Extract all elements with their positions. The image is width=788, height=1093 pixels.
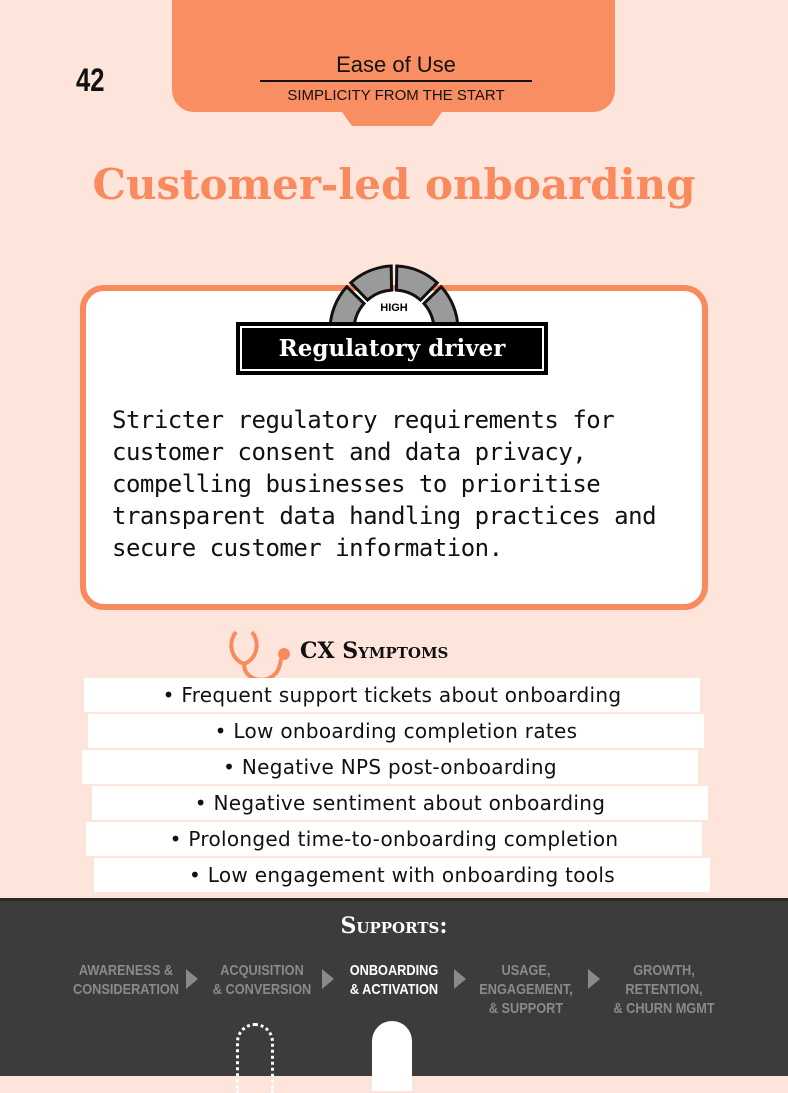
stage-label-line: CONSIDERATION xyxy=(72,981,180,998)
stage-label-line: ENGAGEMENT, xyxy=(479,981,573,998)
stage-label-line: & SUPPORT xyxy=(488,1000,564,1017)
stage-label-line: & ACTIVATION xyxy=(349,981,439,998)
section-tab: Ease of Use SIMPLICITY FROM THE START xyxy=(172,0,615,112)
stage-label-line: AWARENESS & xyxy=(78,962,174,979)
chevron-right-icon xyxy=(454,969,466,989)
page-number: 42 xyxy=(76,62,105,98)
symptoms-heading: CX Symptoms xyxy=(300,638,449,664)
stage-label-line: & CONVERSION xyxy=(212,981,312,998)
symptom-item: • Low engagement with onboarding tools xyxy=(94,858,710,892)
symptom-item: • Low onboarding completion rates xyxy=(88,714,704,748)
section-subtitle: SIMPLICITY FROM THE START xyxy=(287,87,505,104)
section-title: Ease of Use xyxy=(260,52,532,82)
supports-heading: Supports: xyxy=(340,913,448,939)
page-title: Customer-led onboarding xyxy=(92,160,696,209)
symptom-item: • Prolonged time-to-onboarding completio… xyxy=(86,822,702,856)
stage-3: USAGE, ENGAGEMENT, & SUPPORT xyxy=(467,961,586,1018)
symptom-item: • Negative NPS post-onboarding xyxy=(82,750,698,784)
stage-label-line: & CHURN MGMT xyxy=(613,1000,715,1017)
gauge-segment xyxy=(348,264,394,303)
chevron-right-icon xyxy=(322,969,334,989)
stage-label-line: ACQUISITION xyxy=(220,962,304,979)
stage-label-line: GROWTH, xyxy=(633,962,695,979)
stage-marker-outline xyxy=(236,1023,274,1093)
driver-label: Regulatory driver xyxy=(236,322,548,375)
stage-label-line: ONBOARDING xyxy=(349,962,439,979)
stage-2: ONBOARDING & ACTIVATION xyxy=(335,961,454,999)
chevron-right-icon xyxy=(186,969,198,989)
gauge-level: HIGH xyxy=(380,302,408,314)
stage-0: AWARENESS & CONSIDERATION xyxy=(67,961,186,999)
chevron-right-icon xyxy=(588,969,600,989)
stage-marker-active xyxy=(372,1021,412,1091)
stage-4: GROWTH, RETENTION, & CHURN MGMT xyxy=(605,961,724,1018)
driver-description: Stricter regulatory requirements for cus… xyxy=(112,406,657,562)
stage-1: ACQUISITION & CONVERSION xyxy=(203,961,322,999)
supports-footer: Supports: AWARENESS & CONSIDERATION ACQUIS… xyxy=(0,898,788,1093)
gauge-segment xyxy=(394,264,440,303)
gauge-icon xyxy=(328,264,460,330)
stage-label-line: RETENTION, xyxy=(625,981,703,998)
symptom-item: • Frequent support tickets about onboard… xyxy=(84,678,700,712)
stage-label-line: USAGE, xyxy=(501,962,551,979)
symptom-item: • Negative sentiment about onboarding xyxy=(92,786,708,820)
